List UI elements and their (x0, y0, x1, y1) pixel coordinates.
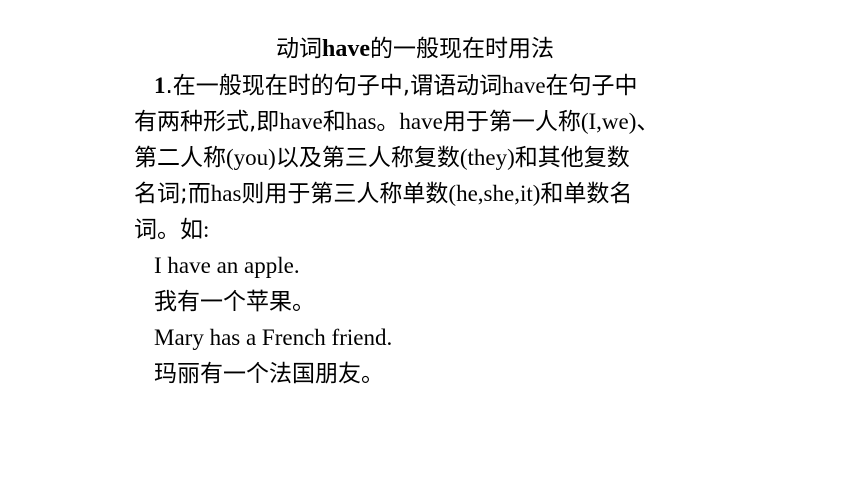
text-segment: 在句子中 (545, 73, 638, 99)
paragraph-line-3: 名词;而has则用于第三人称单数(he,she,it)和单数名 (134, 176, 724, 212)
text-segment: : (203, 217, 210, 242)
text-segment: (you) (226, 145, 276, 170)
text-segment: 用于第一人称 (442, 109, 581, 135)
paragraph-number: 1 (154, 73, 166, 98)
grammar-explanation: 1.在一般现在时的句子中,谓语动词have在句子中 有两种形式,即have和ha… (134, 68, 724, 392)
example-sentence-english-1: I have an apple. (154, 253, 300, 278)
text-segment: 和 (322, 109, 346, 135)
text-segment: has (210, 181, 242, 206)
slide-title: 动词have的一般现在时用法 (0, 34, 830, 64)
text-segment: (he,she,it) (448, 181, 541, 206)
paragraph-line-0: 1.在一般现在时的句子中,谓语动词have在句子中 (134, 68, 724, 104)
text-segment: have (502, 73, 546, 98)
text-segment: (they) (459, 145, 515, 170)
paragraph-line-2: 第二人称(you)以及第三人称复数(they)和其他复数 (134, 140, 724, 176)
text-segment: 。 (376, 109, 400, 135)
text-segment: 以及第三人称复数 (275, 145, 460, 171)
text-segment: 词。如 (134, 217, 203, 243)
text-segment: have (399, 109, 443, 134)
text-segment: 和其他复数 (514, 145, 630, 171)
example-translation-chinese-1: 我有一个苹果。 (154, 289, 315, 315)
example-translation-chinese-2: 玛丽有一个法国朋友。 (154, 361, 384, 387)
paragraph-line-4: 词。如: (134, 212, 724, 248)
text-segment: has (345, 109, 377, 134)
paragraph-line-1: 有两种形式,即have和has。have用于第一人称(I,we)、 (134, 104, 724, 140)
text-segment: 和单数名 (540, 181, 633, 207)
example-sentence-english-2: Mary has a French friend. (154, 325, 393, 350)
text-segment: 第二人称 (134, 145, 226, 171)
title-part-3: 的一般现在时用法 (370, 36, 554, 62)
text-segment: 有两种形式,即 (134, 109, 280, 135)
text-segment: (I,we) (580, 109, 637, 134)
text-segment: .在一般现在时的句子中,谓语动词 (165, 73, 503, 99)
text-segment: 则用于第三人称单数 (241, 181, 449, 207)
title-part-2: have (322, 36, 370, 62)
text-segment: have (279, 109, 323, 134)
title-part-1: 动词 (276, 36, 322, 62)
text-segment: 、 (636, 109, 660, 135)
text-segment: 名词;而 (134, 181, 211, 207)
